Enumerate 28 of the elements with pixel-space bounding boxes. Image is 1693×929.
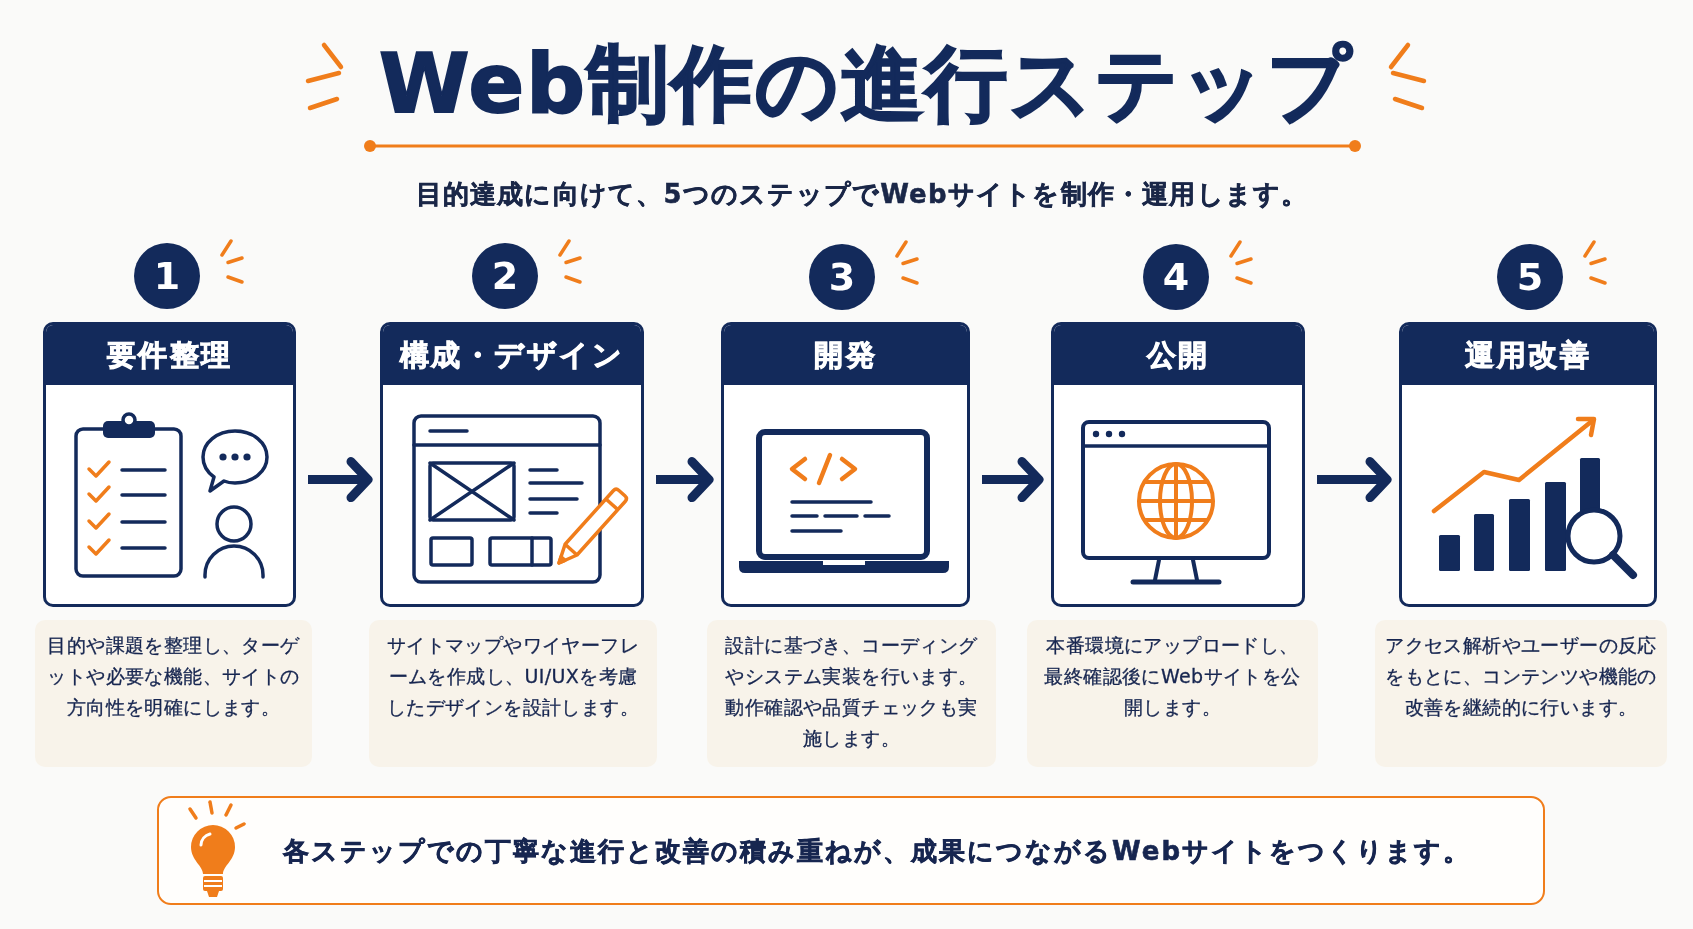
step-title: 要件整理	[106, 337, 233, 373]
arrow	[308, 457, 373, 503]
step-title: 開発	[814, 337, 877, 373]
description-text: アクセス解析やユーザーの反応をもとに、コンテンツや機能の改善を継続的に行います。	[1385, 634, 1657, 718]
page-title: Web制作の進行ステップ	[379, 36, 1353, 132]
step-card	[721, 322, 970, 607]
arrow	[1317, 457, 1392, 503]
step-number: 4	[1162, 257, 1190, 297]
step-card	[1051, 322, 1305, 607]
note-text: 各ステップでの丁寧な進行と改善の積み重ねが、成果につながるWebサイトをつくります。	[283, 834, 1471, 868]
step-title: 運用改善	[1465, 337, 1591, 373]
description-text: 本番環境にアップロードし、最終確認後にWebサイトを公開します。	[1044, 634, 1301, 718]
description-text: 設計に基づき、コーディングやシステム実装を行います。動作確認や品質チェックも実施します。	[725, 634, 978, 749]
arrow	[982, 457, 1044, 503]
subtitle: 目的達成に向けて、5つのステップでWebサイトを制作・運用します。	[415, 178, 1309, 210]
step-number: 5	[1516, 257, 1544, 297]
step-title: 構成・デザイン	[399, 337, 625, 373]
step-number: 1	[153, 256, 181, 296]
step-card	[1399, 322, 1657, 607]
step-number: 3	[828, 257, 856, 297]
description-text: 目的や課題を整理し、ターゲットや必要な機能、サイトの方向性を明確にします。	[47, 634, 300, 718]
step-card	[43, 322, 296, 607]
step-number: 2	[491, 256, 519, 296]
arrow	[656, 457, 714, 503]
description-text: サイトマップやワイヤーフレームを作成し、UI/UXを考慮したデザインを設計します。	[386, 634, 640, 718]
step-card	[380, 322, 644, 607]
note-panel	[157, 796, 1545, 905]
step-title: 公開	[1146, 337, 1210, 373]
